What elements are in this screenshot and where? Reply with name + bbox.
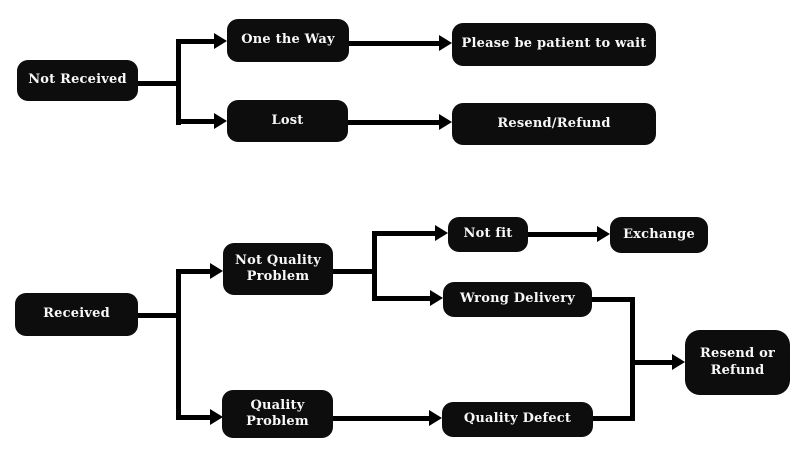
node-not-received: Not Received [17, 60, 138, 101]
connector-line [138, 313, 181, 318]
node-quality-problem: Quality Problem [222, 390, 333, 438]
arrow-head-icon [214, 33, 227, 49]
arrow-head-icon [672, 354, 685, 370]
connector-line [630, 297, 635, 421]
node-label: One the Way [241, 32, 335, 48]
node-label: Quality Defect [463, 411, 572, 427]
connector-line [176, 269, 210, 274]
connector-line [348, 120, 439, 125]
node-wrong-delivery: Wrong Delivery [443, 282, 592, 317]
node-one-the-way: One the Way [227, 19, 349, 62]
arrow-head-icon [210, 409, 223, 425]
node-label: Please be patient to wait [461, 36, 647, 52]
node-label: Not Quality Problem [235, 252, 321, 284]
connector-line [372, 231, 377, 301]
connector-line [176, 39, 181, 125]
arrow-head-icon [214, 113, 227, 129]
connector-line [176, 39, 214, 44]
connector-line [593, 416, 635, 421]
arrow-head-icon [435, 225, 448, 241]
node-not-quality-problem: Not Quality Problem [223, 243, 333, 295]
node-quality-defect: Quality Defect [442, 402, 593, 437]
connector-line [138, 81, 181, 86]
node-label: Not fit [463, 226, 513, 242]
connector-line [176, 269, 181, 420]
node-resend-refund: Resend/Refund [452, 103, 656, 145]
node-label: Exchange [623, 226, 695, 242]
node-not-fit: Not fit [448, 217, 528, 252]
node-exchange: Exchange [610, 217, 708, 253]
arrow-head-icon [429, 410, 442, 426]
arrow-head-icon [439, 114, 452, 130]
node-label: Resend/Refund [497, 115, 611, 131]
node-please-be-patient: Please be patient to wait [452, 23, 656, 66]
connector-line [630, 360, 672, 365]
connector-line [333, 416, 429, 421]
connector-line [176, 119, 214, 124]
node-label: Wrong Delivery [459, 291, 576, 307]
connector-line [176, 415, 210, 420]
connector-line [528, 232, 597, 237]
arrow-head-icon [430, 290, 443, 306]
node-label: Received [43, 306, 110, 322]
node-resend-or-refund: Resend or Refund [685, 330, 790, 395]
connector-line [372, 296, 430, 301]
connector-line [333, 269, 377, 274]
arrow-head-icon [439, 35, 452, 51]
connector-line [592, 297, 635, 302]
arrow-head-icon [597, 226, 610, 242]
node-label: Resend or Refund [699, 346, 776, 378]
connector-line [372, 231, 435, 236]
connector-line [349, 41, 439, 46]
node-label: Not Received [28, 72, 127, 88]
node-label: Lost [271, 112, 304, 128]
arrow-head-icon [210, 263, 223, 279]
node-lost: Lost [227, 100, 348, 142]
node-received: Received [15, 293, 138, 336]
node-label: Quality Problem [246, 397, 309, 429]
